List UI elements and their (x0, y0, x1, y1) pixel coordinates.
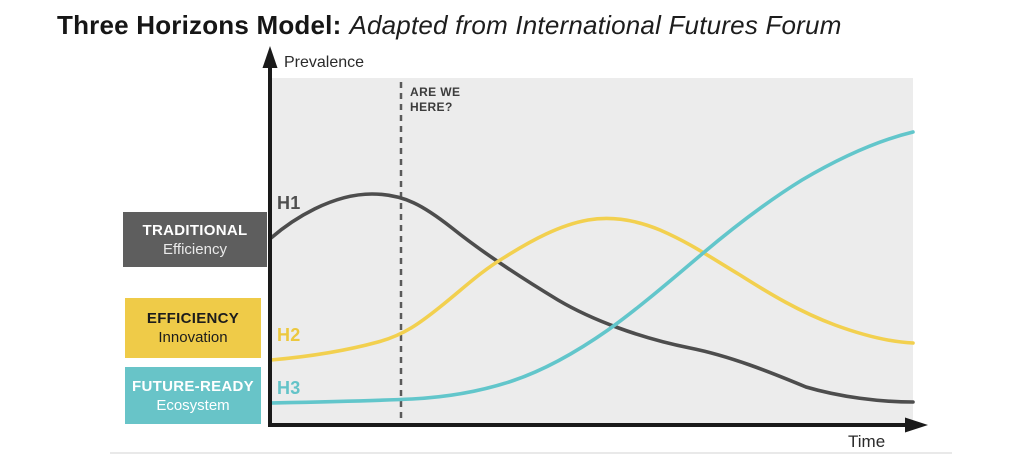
legend-box-future-ready: FUTURE-READY Ecosystem (125, 367, 261, 424)
legend-subtitle: Efficiency (163, 240, 227, 258)
h3-curve-label: H3 (277, 378, 301, 398)
plot-area (272, 78, 913, 425)
legend-title: EFFICIENCY (146, 310, 240, 327)
h2-curve (269, 216, 915, 362)
h3-curve (269, 130, 915, 405)
y-axis-arrow-icon (262, 46, 278, 68)
h2-curve-label: H2 (277, 325, 301, 345)
h1-curve (269, 192, 915, 404)
page-title: Three Horizons Model:Adapted from Intern… (57, 10, 842, 41)
page-divider (110, 452, 952, 454)
legend-title: TRADITIONAL (142, 221, 248, 239)
x-axis-arrow-icon (905, 417, 928, 433)
legend-subtitle: Innovation (158, 329, 228, 346)
h1-curve-label: H1 (277, 193, 301, 213)
title-italic: Adapted from International Futures Forum (349, 10, 842, 40)
legend-subtitle: Ecosystem (156, 396, 230, 414)
legend-box-efficiency: EFFICIENCY Innovation (125, 298, 261, 358)
legend-box-traditional: TRADITIONAL Efficiency (123, 212, 267, 267)
y-axis-label: Prevalence (284, 54, 365, 71)
x-axis-label: Time (848, 432, 886, 451)
legend-title: FUTURE-READY (132, 377, 254, 395)
title-bold: Three Horizons Model: (57, 10, 342, 40)
are-we-here-annotation: ARE WE HERE? (410, 85, 461, 114)
